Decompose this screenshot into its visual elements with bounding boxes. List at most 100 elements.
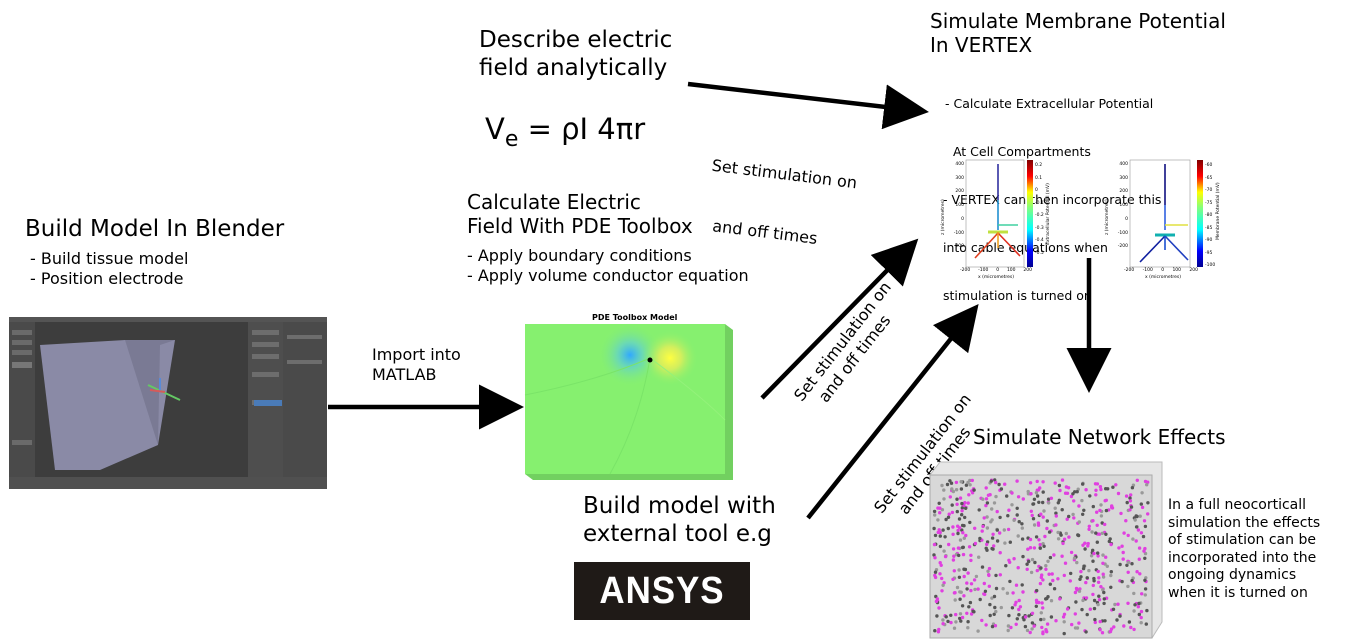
blender-bullets: - Build tissue model - Position electrod… <box>30 249 188 289</box>
plot1-xtick: -100 <box>978 268 989 273</box>
equation-subscript: e <box>504 126 519 152</box>
pde-title: Calculate Electric Field With PDE Toolbo… <box>467 190 693 238</box>
plot1-xticks: -200 -100 0 100 200 <box>960 268 1032 273</box>
network-notes: In a full neocorticall simulation the ef… <box>1168 497 1320 602</box>
plot2-ctick: -100 <box>1205 263 1216 268</box>
plot1-ytick: 300 <box>955 175 964 181</box>
plot2-xlabel: x (micrometres) <box>1145 275 1181 280</box>
plot1-ytick: 0 <box>961 216 964 222</box>
external-title-line: external tool e.g <box>583 521 772 547</box>
describe-title: Describe electric field analytically <box>479 26 672 82</box>
plot2-ytick: -200 <box>1117 244 1128 250</box>
ansys-logo: ANSYS <box>574 562 750 620</box>
plot2-xtick: -100 <box>1142 268 1153 273</box>
plot1-ctick: -0.4 <box>1035 238 1044 243</box>
arrow-ansys-to-vertex <box>806 303 979 520</box>
field-equation: Ve = ρI 4πr <box>485 112 645 157</box>
plot1-ctick: -0.3 <box>1035 225 1044 231</box>
pde-figure-title: PDE Toolbox Model <box>592 313 678 322</box>
network-note: ongoing dynamics <box>1168 567 1297 583</box>
equation-base: V <box>485 112 505 146</box>
plot1-xtick: 0 <box>996 268 1000 273</box>
plot1-xtick: -200 <box>960 268 971 273</box>
plot1-colorbar-label: Extracellular Potential (mV) <box>1046 183 1051 245</box>
plot2-ytick: 400 <box>1119 162 1128 167</box>
arrow-pde-to-vertex <box>760 238 919 400</box>
plot1-ytick: -100 <box>953 230 964 236</box>
plot1-ytick: 200 <box>955 189 964 195</box>
network-note: simulation the effects <box>1168 514 1321 531</box>
external-title: Build model with external tool e.g <box>583 492 776 548</box>
plot2-ctick: -60 <box>1205 163 1213 168</box>
arrow-describe-to-vertex <box>687 81 929 130</box>
plot1-ctick: 0.1 <box>1035 175 1043 181</box>
network-note: when it is turned on <box>1168 584 1308 601</box>
blender-title: Build Model In Blender <box>25 216 285 242</box>
import-label-line: Import into <box>372 345 461 364</box>
import-label: Import into MATLAB <box>372 345 461 385</box>
pde-title-line: Field With PDE Toolbox <box>467 214 693 238</box>
vertex-title: Simulate Membrane Potential In VERTEX <box>930 9 1226 57</box>
plot2-yticks: 400 300 200 100 0 -100 -200 <box>1114 158 1128 254</box>
plot2-ctick: -85 <box>1205 225 1213 231</box>
plot2-xtick: -200 <box>1124 268 1135 273</box>
plot1-yticks: 400 300 200 100 0 -100 -200 <box>950 158 964 254</box>
plot2-ytick: 0 <box>1125 216 1128 222</box>
network-note: In a full neocorticall <box>1168 497 1307 513</box>
vertex-note: - VERTEX can then incorporate this <box>943 192 1162 207</box>
plot2-ctick: -95 <box>1205 250 1213 256</box>
plot2-ctick: -65 <box>1205 175 1213 181</box>
plot2-ytick: 200 <box>1119 189 1128 195</box>
plot1-ytick: -200 <box>953 244 964 250</box>
import-label-line: MATLAB <box>372 365 437 384</box>
plot2-ytick: 300 <box>1119 175 1128 181</box>
plot1-ylabel: z (micrometres) <box>941 199 946 235</box>
vertex-notes: - Calculate Extracellular Potential At C… <box>943 64 1162 320</box>
describe-title-line: Describe electric <box>479 27 673 53</box>
plot2-ylabel: z (micrometres) <box>1105 199 1110 235</box>
plot1-ctick: -0.5 <box>1035 250 1044 256</box>
vertex-note: into cable equations when <box>943 240 1108 255</box>
vertex-note: stimulation is turned on <box>943 288 1092 303</box>
plot1-cticks: 0.2 0.1 0 -0.1 -0.2 -0.3 -0.4 -0.5 <box>1035 160 1044 260</box>
vertex-title-line: Simulate Membrane Potential <box>930 9 1226 33</box>
plot2-ctick: -70 <box>1205 188 1213 193</box>
pde-bullet: - Apply volume conductor equation <box>467 266 749 285</box>
network-note: incorporated into the <box>1168 549 1317 566</box>
describe-title-line: field analytically <box>479 55 668 81</box>
plot2-xticks: -200 -100 0 100 200 <box>1124 268 1198 273</box>
plot1-ctick: -0.1 <box>1035 200 1044 206</box>
stimulation-label-line: Set stimulation on <box>710 155 859 193</box>
pde-bullets: - Apply boundary conditions - Apply volu… <box>467 246 749 286</box>
vertex-title-line: In VERTEX <box>930 33 1033 57</box>
plot2-xtick: 0 <box>1161 268 1165 273</box>
plot2-ctick: -90 <box>1205 238 1213 243</box>
plot2-cticks: -60 -65 -70 -75 -80 -85 -90 -95 -100 <box>1205 160 1215 273</box>
plot2-ytick: -100 <box>1117 230 1128 236</box>
network-title: Simulate Network Effects <box>973 425 1226 449</box>
pde-bullet: - Apply boundary conditions <box>467 246 692 265</box>
external-title-line: Build model with <box>583 493 776 519</box>
vertex-note: At Cell Compartments <box>945 144 1091 159</box>
plot2-colorbar-label: Membrane Potential (mV) <box>1216 182 1221 240</box>
plot1-xtick: 200 <box>1023 268 1032 273</box>
blender-bullet: - Build tissue model <box>30 249 189 268</box>
plot2-xtick: 200 <box>1189 268 1198 273</box>
plot1-xtick: 100 <box>1006 268 1016 273</box>
plot2-ytick: 100 <box>1119 203 1128 209</box>
ansys-logo-text: ANSYS <box>599 569 725 612</box>
plot1-ctick: 0 <box>1035 188 1038 193</box>
blender-bullet: - Position electrode <box>30 269 184 288</box>
plot2-ctick: -75 <box>1205 200 1213 206</box>
plot1-ytick: 400 <box>955 162 964 167</box>
plot1-xlabel: x (micrometres) <box>978 275 1014 280</box>
plot2-xtick: 100 <box>1172 268 1182 273</box>
plot2-ctick: -80 <box>1205 213 1213 218</box>
plot1-ctick: -0.2 <box>1035 213 1044 218</box>
plot1-ytick: 100 <box>955 203 964 209</box>
plot1-ctick: 0.2 <box>1035 163 1043 168</box>
vertex-note: - Calculate Extracellular Potential <box>945 96 1154 111</box>
equation-rest: = ρI 4πr <box>518 112 646 146</box>
pde-title-line: Calculate Electric <box>467 190 641 214</box>
